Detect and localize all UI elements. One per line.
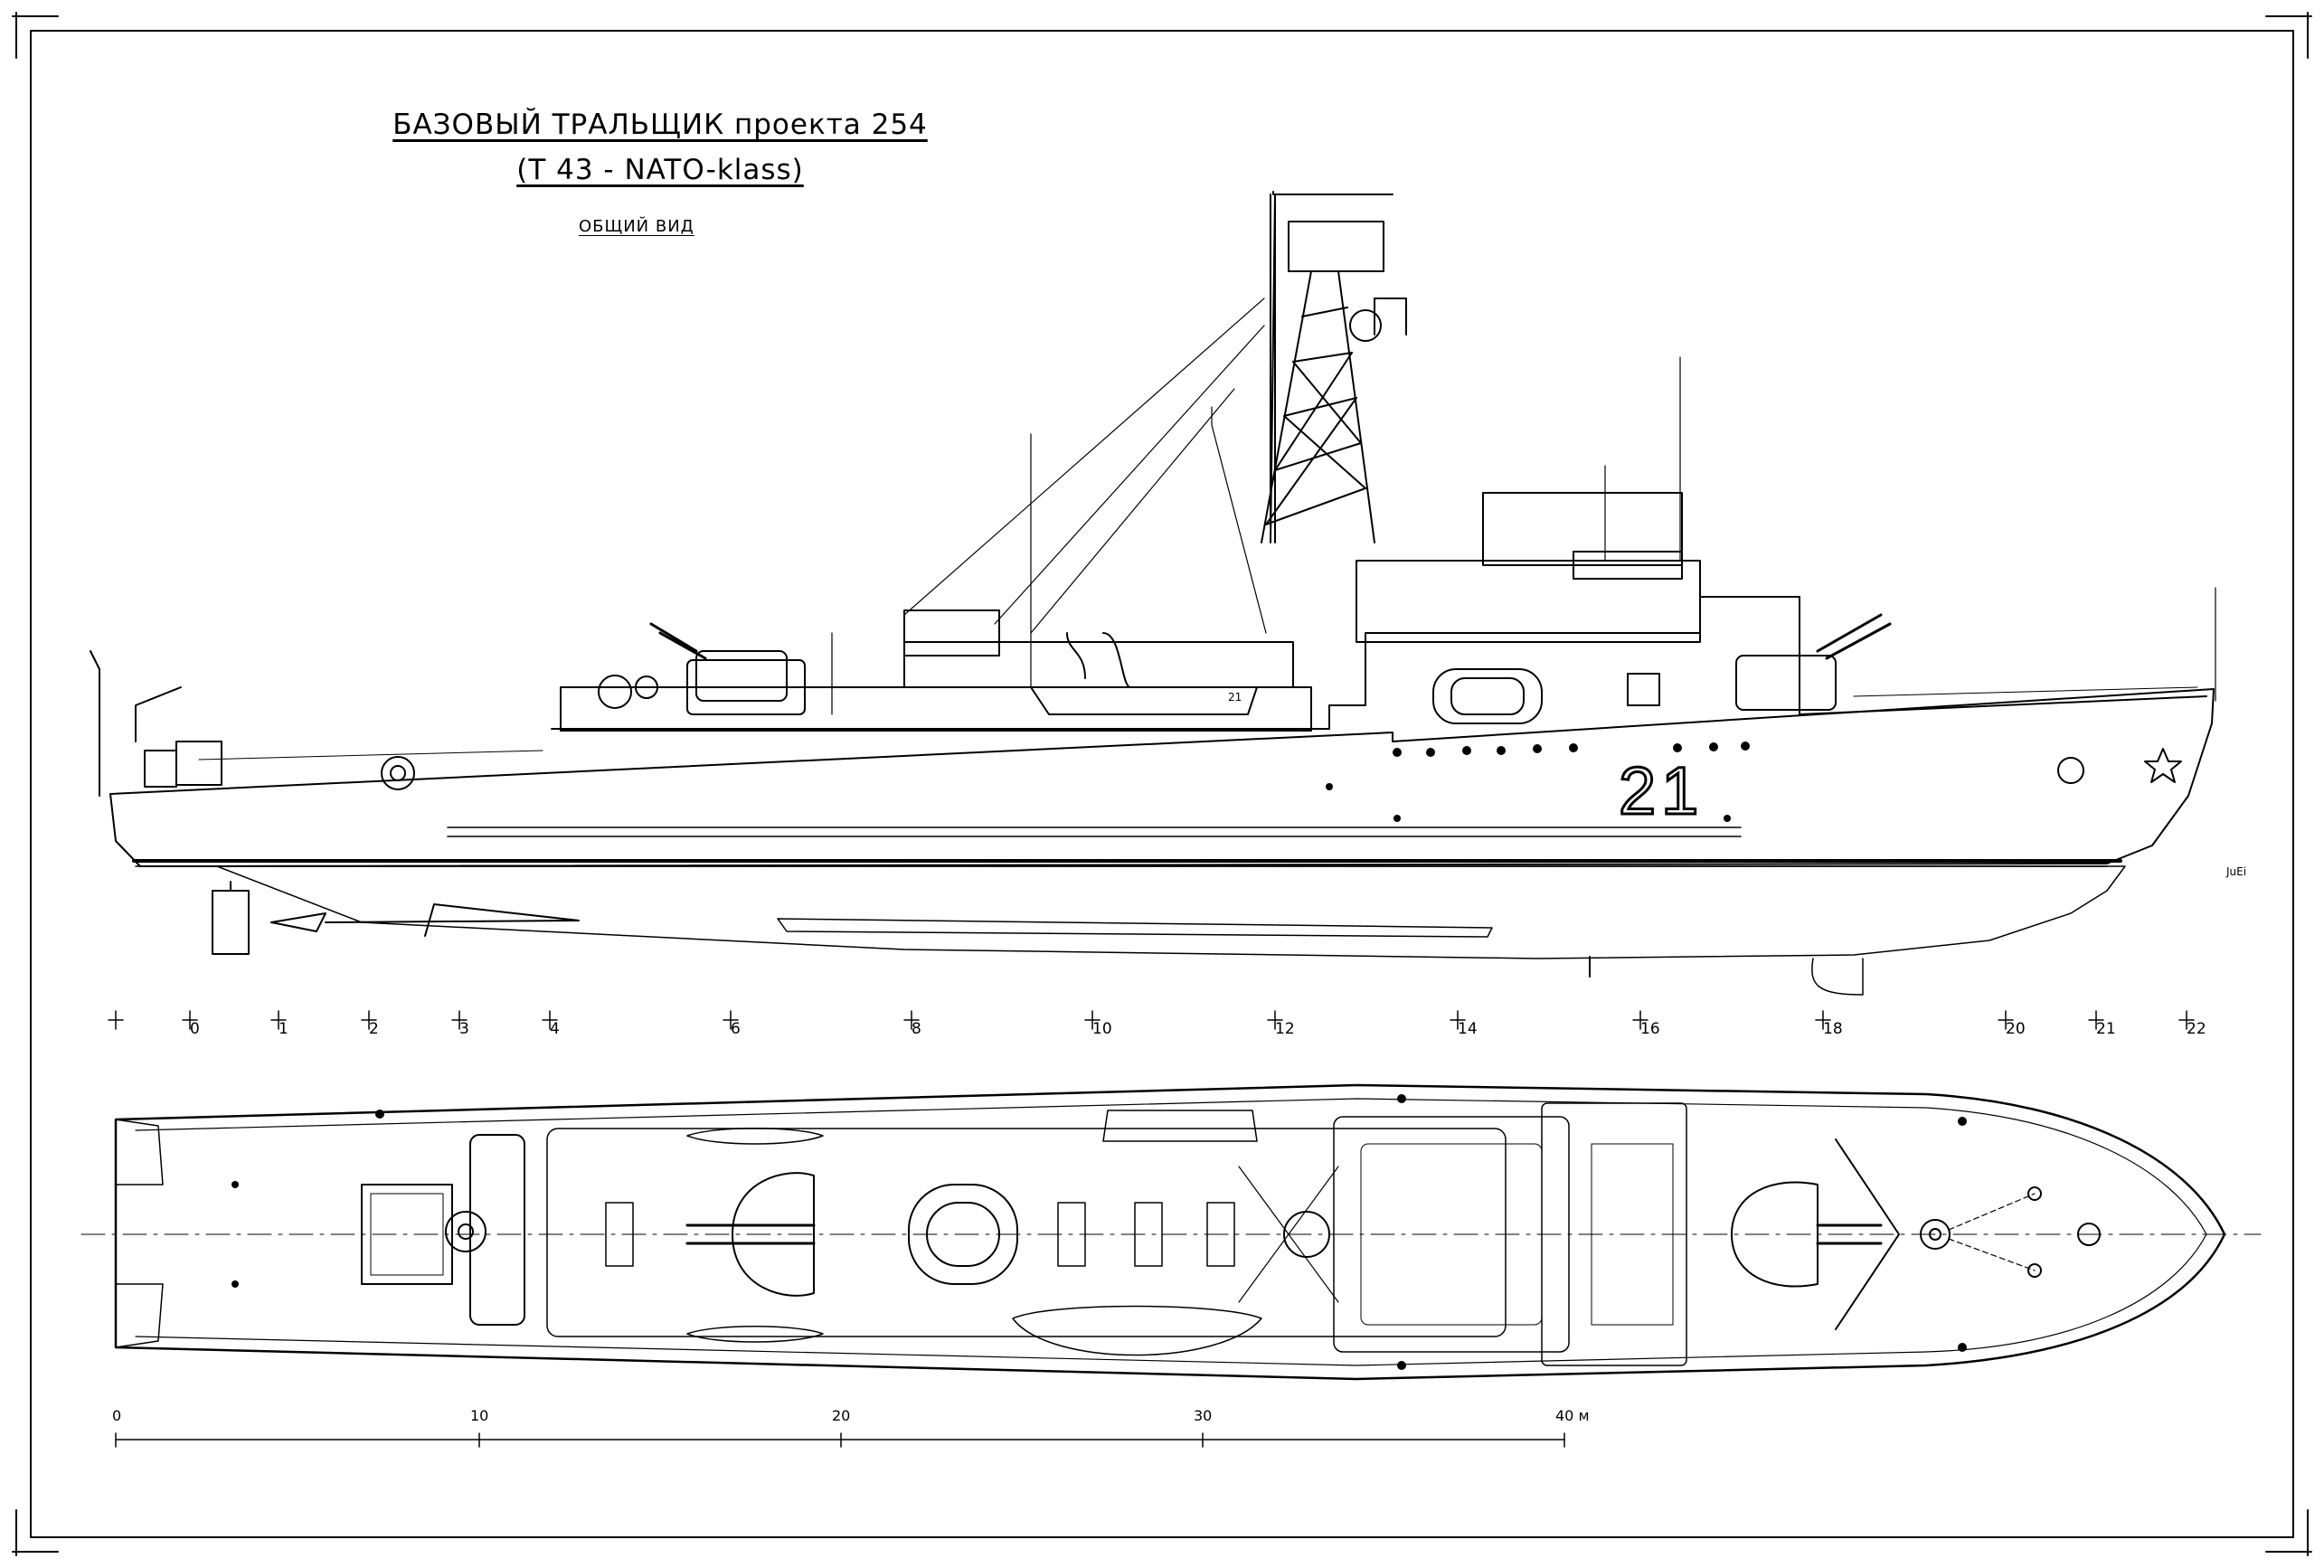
frame-label: 1 <box>279 1020 288 1038</box>
hull-number: 21 <box>1617 752 1705 830</box>
frame-label: 6 <box>731 1020 741 1038</box>
scale-label: 40 м <box>1555 1407 1590 1424</box>
view-label: ОБЩИЙ ВИД <box>579 217 694 236</box>
frame-label: 4 <box>550 1020 560 1038</box>
paravane-bottom <box>686 1326 824 1343</box>
frame-label: 0 <box>190 1020 200 1038</box>
drawing-title: БАЗОВЫЙ ТРАЛЬЩИК проекта 254 <box>392 109 928 141</box>
frame-label: 21 <box>2096 1020 2116 1038</box>
aft-gun-side <box>695 650 788 702</box>
frame-label: 10 <box>1092 1020 1112 1038</box>
side-boat <box>1030 686 1258 715</box>
frame-label: 8 <box>912 1020 921 1038</box>
rigging <box>831 298 2216 715</box>
boat-plan-bottom <box>1012 1305 1262 1356</box>
frame-label: 12 <box>1275 1020 1295 1038</box>
frame-label: 16 <box>1640 1020 1660 1038</box>
plan-view <box>80 1083 2262 1381</box>
scale-label: 30 <box>1194 1407 1213 1424</box>
scale-label: 0 <box>112 1407 122 1424</box>
propeller <box>270 912 326 932</box>
underwater-hull <box>216 865 2126 959</box>
frame-ruler <box>108 1010 2195 1030</box>
forward-gun-plan <box>1731 1181 1819 1288</box>
boat-plan-top <box>1102 1110 1258 1142</box>
life-raft-plan <box>908 1184 1018 1285</box>
star-icon <box>2144 748 2182 783</box>
frame-label: 3 <box>459 1020 469 1038</box>
hull-side <box>109 688 2215 867</box>
frame-label: 20 <box>2006 1020 2026 1038</box>
anchor-icon <box>2057 757 2084 784</box>
scale-bar <box>115 1432 1565 1448</box>
signature: JuEi <box>2226 865 2247 878</box>
lattice-mast <box>1261 191 1407 543</box>
frame-label: 18 <box>1823 1020 1843 1038</box>
scale-label: 20 <box>832 1407 851 1424</box>
frame-label: 2 <box>369 1020 379 1038</box>
sheet-frame <box>12 12 2312 1556</box>
paravane-top <box>686 1128 824 1145</box>
aft-gun-plan <box>732 1172 815 1297</box>
frame-label: 22 <box>2187 1020 2206 1038</box>
rudder <box>212 890 250 955</box>
forward-gun-side <box>1735 655 1837 711</box>
scale-label: 10 <box>470 1407 489 1424</box>
boat-marking: 21 <box>1228 691 1242 704</box>
frame-label: 14 <box>1458 1020 1478 1038</box>
side-elevation <box>90 191 2216 996</box>
portholes <box>1326 741 1750 822</box>
title-block: БАЗОВЫЙ ТРАЛЬЩИК проекта 254 (Т 43 - NAT… <box>380 109 940 186</box>
drawing-subtitle: (Т 43 - NATO-klass) <box>516 154 804 186</box>
